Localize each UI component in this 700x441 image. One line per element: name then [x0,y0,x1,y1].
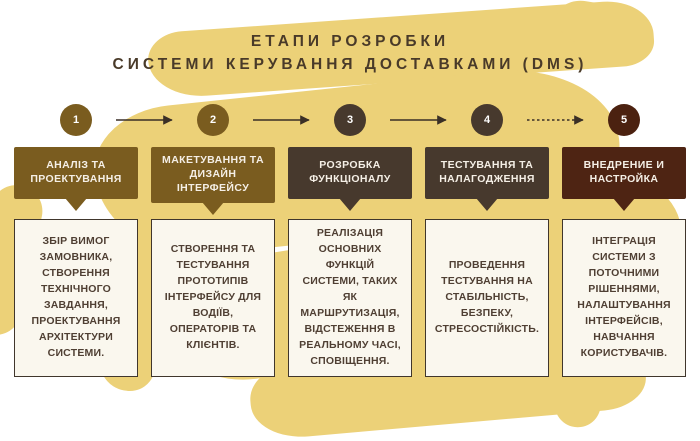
header-pointer-icon [476,198,498,211]
header-pointer-icon [202,201,224,215]
stage-column-5: 5 ВНЕДРЕНИЕ И НАСТРОЙКА ІНТЕГРАЦІЯ СИСТЕ… [562,0,686,440]
step-number-badge: 5 [608,104,640,136]
header-pointer-icon [339,198,361,211]
stage-column-4: 4 ТЕСТУВАННЯ ТА НАЛАГОДЖЕННЯ ПРОВЕДЕННЯ … [425,0,549,440]
stage-header-label: АНАЛІЗ ТА ПРОЕКТУВАННЯ [30,159,122,185]
step-number-badge: 2 [197,104,229,136]
stage-description: РЕАЛІЗАЦІЯ ОСНОВНИХ ФУНКЦІЙ СИСТЕМИ, ТАК… [299,227,401,367]
step-number-badge: 4 [471,104,503,136]
stage-header: ВНЕДРЕНИЕ И НАСТРОЙКА [562,147,686,211]
stage-header-label: ВНЕДРЕНИЕ И НАСТРОЙКА [583,159,665,185]
stage-description: ЗБІР ВИМОГ ЗАМОВНИКА, СТВОРЕННЯ ТЕХНІЧНО… [31,235,121,359]
stage-header-label: МАКЕТУВАННЯ ТА ДИЗАЙН ІНТЕРФЕЙСУ [162,154,264,194]
stage-description-card: СТВОРЕННЯ ТА ТЕСТУВАННЯ ПРОТОТИПІВ ІНТЕР… [151,219,275,377]
stage-description: СТВОРЕННЯ ТА ТЕСТУВАННЯ ПРОТОТИПІВ ІНТЕР… [164,243,262,351]
header-pointer-icon [613,198,635,211]
stages-row: 1 АНАЛІЗ ТА ПРОЕКТУВАННЯ ЗБІР ВИМОГ ЗАМО… [14,0,686,440]
stage-column-3: 3 РОЗРОБКА ФУНКЦІОНАЛУ РЕАЛІЗАЦІЯ ОСНОВН… [288,0,412,440]
stage-description-card: ІНТЕГРАЦІЯ СИСТЕМИ З ПОТОЧНИМИ РІШЕННЯМИ… [562,219,686,377]
header-pointer-icon [65,198,87,211]
stage-column-2: 2 МАКЕТУВАННЯ ТА ДИЗАЙН ІНТЕРФЕЙСУ СТВОР… [151,0,275,440]
page-title-line2: СИСТЕМИ КЕРУВАННЯ ДОСТАВКАМИ (DMS) [112,56,588,74]
stage-description: ПРОВЕДЕННЯ ТЕСТУВАННЯ НА СТАБІЛЬНІСТЬ, Б… [434,259,540,335]
stage-description-card: ЗБІР ВИМОГ ЗАМОВНИКА, СТВОРЕННЯ ТЕХНІЧНО… [14,219,138,377]
stage-header: РОЗРОБКА ФУНКЦІОНАЛУ [288,147,412,211]
step-number-badge: 1 [60,104,92,136]
stage-header-label: ТЕСТУВАННЯ ТА НАЛАГОДЖЕННЯ [439,159,535,185]
stage-header-label: РОЗРОБКА ФУНКЦІОНАЛУ [309,159,391,185]
stage-description-card: ПРОВЕДЕННЯ ТЕСТУВАННЯ НА СТАБІЛЬНІСТЬ, Б… [425,219,549,377]
stage-header: ТЕСТУВАННЯ ТА НАЛАГОДЖЕННЯ [425,147,549,211]
step-number-badge: 3 [334,104,366,136]
stage-header: АНАЛІЗ ТА ПРОЕКТУВАННЯ [14,147,138,211]
stage-column-1: 1 АНАЛІЗ ТА ПРОЕКТУВАННЯ ЗБІР ВИМОГ ЗАМО… [14,0,138,440]
stage-header: МАКЕТУВАННЯ ТА ДИЗАЙН ІНТЕРФЕЙСУ [151,147,275,215]
stage-description-card: РЕАЛІЗАЦІЯ ОСНОВНИХ ФУНКЦІЙ СИСТЕМИ, ТАК… [288,219,412,377]
page-title: ЕТАПИ РОЗРОБКИ СИСТЕМИ КЕРУВАННЯ ДОСТАВК… [0,30,700,77]
page-title-line1: ЕТАПИ РОЗРОБКИ [250,33,450,50]
stage-description: ІНТЕГРАЦІЯ СИСТЕМИ З ПОТОЧНИМИ РІШЕННЯМИ… [577,235,671,359]
